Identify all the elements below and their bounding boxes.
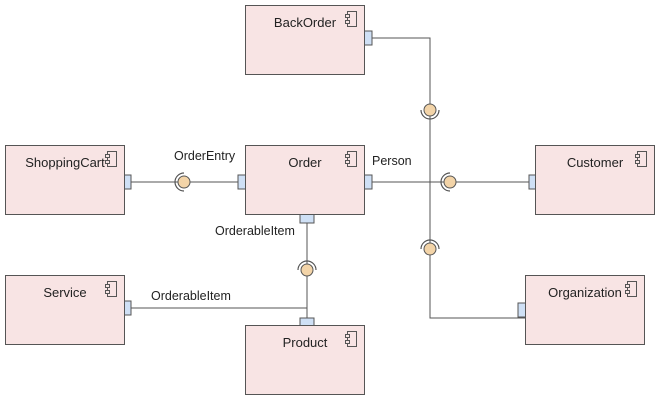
organization-interface-ball [423, 242, 437, 256]
component-icon [345, 331, 357, 347]
service-component[interactable]: Service [5, 275, 125, 345]
product-component[interactable]: Product [245, 325, 365, 395]
order-entry-interface-socket [174, 172, 185, 192]
component-label: Product [282, 335, 328, 350]
component-icon [635, 151, 647, 167]
organization-component[interactable]: Organization [525, 275, 645, 345]
backorder-component[interactable]: BackOrder [245, 5, 365, 75]
orderable-item-interface-ball [300, 263, 314, 277]
order-entry-label: OrderEntry [174, 149, 236, 163]
backorder-connector [365, 37, 431, 182]
customer-component[interactable]: Customer [535, 145, 655, 215]
component-label: BackOrder [273, 15, 337, 30]
person-interface-ball [443, 175, 457, 189]
component-label: Customer [566, 155, 624, 170]
component-label: Organization [548, 285, 622, 300]
orderable-item-label: OrderableItem [151, 289, 231, 303]
orderable-item-interface-socket [297, 260, 317, 271]
shoppingcart-component[interactable]: ShoppingCart [5, 145, 125, 215]
component-icon [105, 281, 117, 297]
component-label: ShoppingCart [25, 155, 105, 170]
component-icon [345, 11, 357, 27]
component-label: Service [43, 285, 87, 300]
component-icon [345, 151, 357, 167]
order-entry-interface-ball [177, 175, 191, 189]
person-interface-socket [440, 172, 451, 192]
organization-interface-socket [420, 239, 440, 250]
organization-connector [429, 182, 525, 319]
person-label: Person [372, 154, 412, 168]
component-label: Order [288, 155, 322, 170]
backorder-interface-socket [420, 109, 440, 120]
component-icon [105, 151, 117, 167]
backorder-interface-ball [423, 103, 437, 117]
order-component[interactable]: Order [245, 145, 365, 215]
orderable-item-label: OrderableItem [215, 224, 295, 238]
component-icon [625, 281, 637, 297]
